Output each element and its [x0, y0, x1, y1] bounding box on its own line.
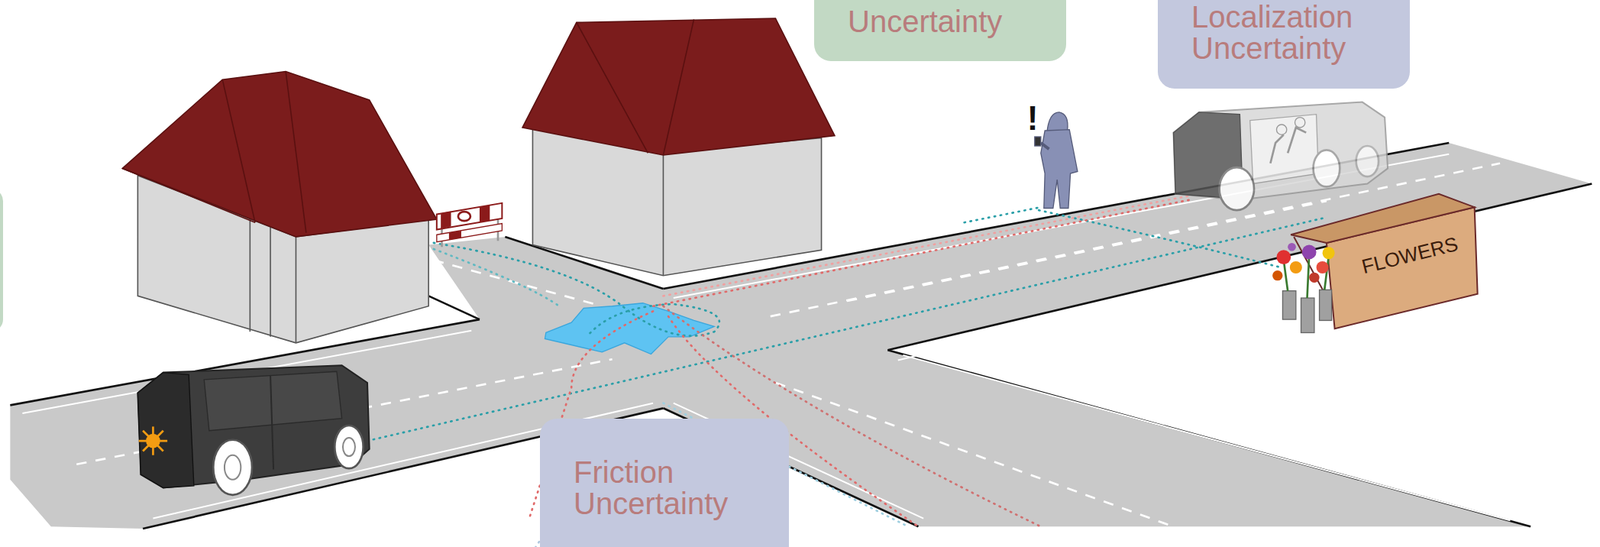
vehicle-ghost-part	[1219, 167, 1255, 211]
vehicle-part-part	[142, 430, 164, 452]
partial-box	[0, 188, 4, 332]
barrier-part	[479, 205, 490, 224]
flower-stand-part	[1302, 245, 1317, 260]
house-part	[122, 71, 437, 237]
flower-stand-part	[1316, 261, 1329, 274]
flower-stand-part	[1322, 246, 1335, 259]
vehicle-ghost	[1173, 102, 1389, 211]
house	[122, 71, 437, 343]
house-part	[222, 79, 256, 223]
vehicle-part	[224, 455, 241, 480]
barrier-part	[436, 223, 503, 243]
vehicle-part	[334, 425, 363, 469]
vehicle-ghost-part	[1250, 114, 1319, 185]
vehicle-ghost-part	[1173, 102, 1389, 201]
road-part-part	[902, 355, 1510, 521]
trajectory-lines-part	[964, 206, 1041, 223]
barrier-part	[440, 211, 451, 230]
vehicle-part	[203, 371, 342, 430]
vehicle-part	[145, 433, 161, 449]
vehicle-ghost-part	[1270, 127, 1306, 164]
flower-stand-part	[1282, 290, 1296, 320]
flower-stand-part	[1287, 242, 1297, 252]
house-part	[662, 19, 694, 156]
vehicle	[137, 365, 369, 495]
vehicle-ghost-part	[1356, 145, 1379, 177]
house-part	[249, 219, 252, 332]
house	[522, 18, 835, 276]
vehicle-part	[137, 372, 194, 489]
vehicle-part-part	[142, 430, 164, 452]
vehicle-part	[137, 365, 369, 488]
flower-stand-part	[1309, 272, 1319, 283]
box-text: Localization Uncertainty	[1191, 1, 1377, 65]
uncertainty-box: Uncertainty	[814, 0, 1067, 62]
trajectory-lines-part	[1038, 210, 1281, 268]
road-part-part	[775, 382, 1174, 527]
flower-stand-part	[1283, 255, 1329, 298]
vehicle-part	[342, 437, 356, 456]
road-part-part	[887, 349, 1531, 527]
vehicle-ghost-part	[1295, 117, 1306, 128]
alert-mark: !	[1027, 101, 1039, 136]
flower-stand-part	[1276, 249, 1291, 265]
vehicle-part	[270, 375, 274, 470]
trajectory-lines-part	[433, 248, 560, 307]
barrier-part	[458, 211, 471, 221]
vehicle-ghost-part	[1313, 149, 1341, 187]
pedestrian-part	[1040, 142, 1050, 149]
uncertainty-box: Friction Uncertainty	[539, 418, 789, 547]
house-part	[295, 236, 298, 343]
flower-stand-part	[1301, 297, 1315, 333]
road-part-part	[428, 295, 480, 320]
pedestrian	[1034, 112, 1078, 209]
flower-stand-part	[1272, 270, 1283, 281]
flower-stand	[1272, 193, 1478, 333]
house-part	[285, 71, 307, 233]
house-part	[122, 168, 256, 223]
house-part	[576, 22, 649, 153]
road-part-part	[846, 200, 1327, 301]
pedestrian-part	[1034, 136, 1041, 146]
box-text: Friction Uncertainty	[573, 456, 756, 520]
flower-stand-part	[1289, 261, 1303, 274]
trajectory-lines-part	[367, 217, 1327, 442]
uncertainty-box: Localization Uncertainty	[1157, 0, 1410, 89]
pedestrian-part	[1040, 129, 1078, 209]
road-part-part	[433, 260, 602, 307]
house-part	[662, 152, 665, 275]
house-part	[522, 18, 835, 156]
vehicle-part	[213, 439, 253, 495]
road-part-part	[898, 195, 1581, 360]
barrier-part	[449, 230, 462, 240]
flower-stand-part	[1319, 289, 1332, 320]
trajectory-lines	[367, 195, 1327, 547]
barrier	[436, 203, 503, 247]
vehicle-ghost-part	[1276, 124, 1287, 135]
house-part	[269, 226, 272, 337]
vehicle-part	[138, 426, 168, 455]
box-text: Uncertainty	[847, 6, 1033, 38]
